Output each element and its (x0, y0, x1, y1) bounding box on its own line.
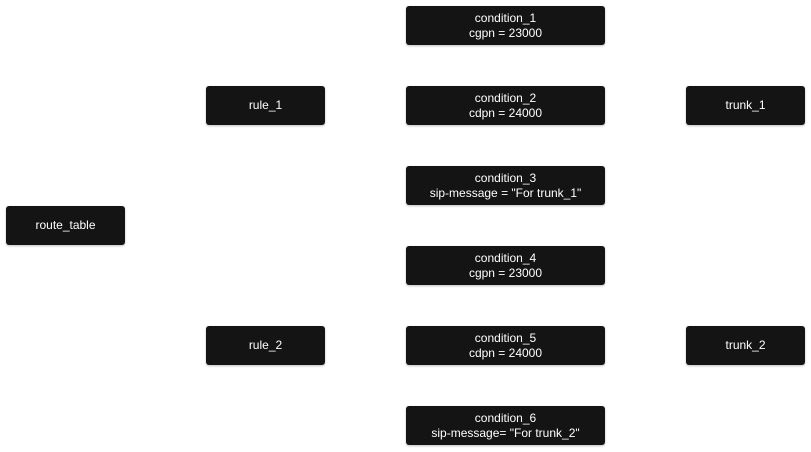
condition-4-title: condition_4 (474, 250, 537, 265)
rule-1-node[interactable]: rule_1 (206, 86, 325, 125)
condition-3-title: condition_3 (474, 170, 537, 185)
route-table-label: route_table (35, 218, 96, 232)
condition-5-node[interactable]: condition_5 cdpn = 24000 (406, 326, 605, 365)
condition-4-node[interactable]: condition_4 cgpn = 23000 (406, 246, 605, 285)
route-table-node[interactable]: route_table (6, 206, 125, 245)
trunk-2-node[interactable]: trunk_2 (686, 326, 805, 365)
condition-1-title: condition_1 (474, 10, 537, 25)
condition-1-expression: cgpn = 23000 (468, 25, 543, 40)
rule-1-label: rule_1 (248, 98, 283, 112)
condition-3-expression: sip-message = "For trunk_1" (429, 185, 582, 200)
condition-2-node[interactable]: condition_2 cdpn = 24000 (406, 86, 605, 125)
condition-2-expression: cdpn = 24000 (468, 105, 543, 120)
condition-3-node[interactable]: condition_3 sip-message = "For trunk_1" (406, 166, 605, 205)
condition-6-expression: sip-message= "For trunk_2" (431, 425, 580, 440)
condition-2-title: condition_2 (474, 90, 537, 105)
trunk-1-label: trunk_1 (725, 98, 766, 112)
rule-2-node[interactable]: rule_2 (206, 326, 325, 365)
condition-6-node[interactable]: condition_6 sip-message= "For trunk_2" (406, 406, 605, 445)
trunk-1-node[interactable]: trunk_1 (686, 86, 805, 125)
trunk-2-label: trunk_2 (725, 338, 766, 352)
rule-2-label: rule_2 (248, 338, 283, 352)
condition-4-expression: cgpn = 23000 (468, 265, 543, 280)
condition-6-title: condition_6 (474, 410, 537, 425)
condition-5-expression: cdpn = 24000 (468, 345, 543, 360)
condition-5-title: condition_5 (474, 330, 537, 345)
condition-1-node[interactable]: condition_1 cgpn = 23000 (406, 6, 605, 45)
